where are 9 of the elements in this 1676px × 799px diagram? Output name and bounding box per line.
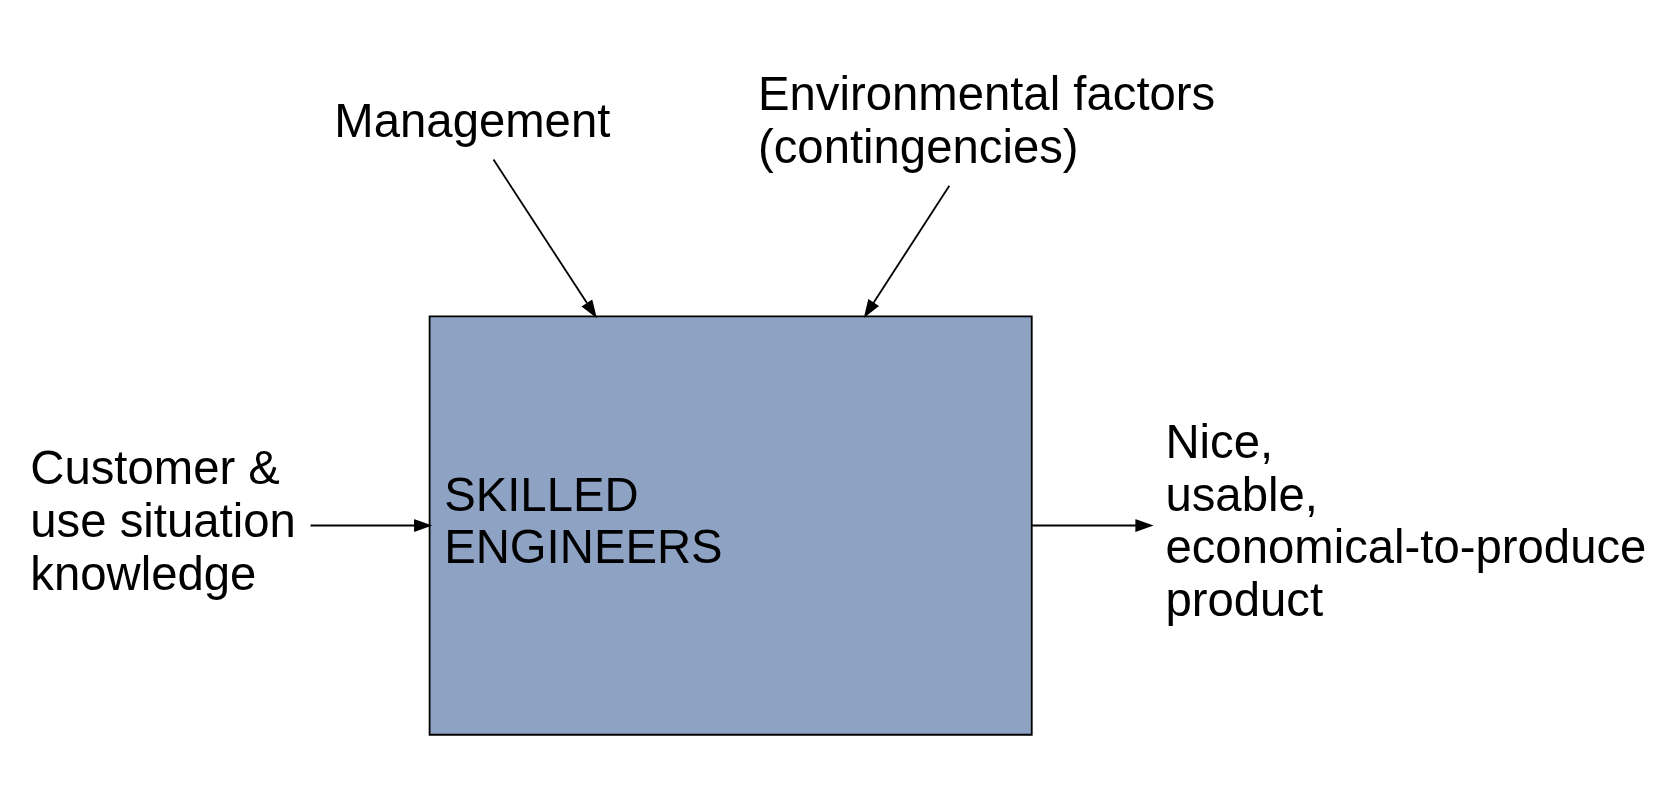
node-box: SKILLED ENGINEERS [428, 314, 1033, 736]
node-text: Nice, usable, economical-to-produce product [1165, 414, 1647, 626]
arrow [309, 518, 433, 532]
arrow [492, 158, 597, 318]
node-text: Customer & use situation knowledge [30, 440, 296, 600]
arrow [863, 184, 951, 318]
node-text: Environmental factors (contingencies) [757, 66, 1216, 173]
arrow [1030, 518, 1154, 532]
node-text: Management [334, 93, 611, 147]
